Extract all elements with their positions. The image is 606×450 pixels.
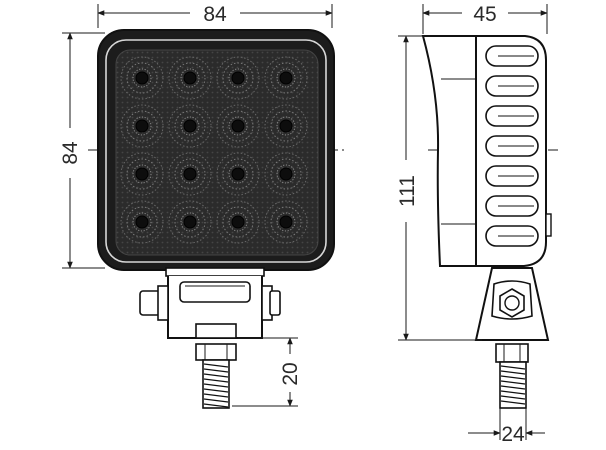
dim-front-height-label: 84 (59, 141, 82, 165)
led-unit (120, 200, 164, 244)
dim-bracket-offset-label: 20 (279, 362, 302, 385)
dimension-side-height: 111 (396, 35, 482, 341)
led-unit (120, 152, 164, 196)
dimension-front-height: 84 (59, 32, 105, 269)
led-unit (264, 152, 308, 196)
dim-front-width-label: 84 (203, 3, 227, 26)
side-bolt-thread (500, 365, 526, 405)
front-bracket (139, 267, 281, 409)
led-unit (168, 200, 212, 244)
led-unit (168, 56, 212, 100)
front-view: 84 84 20 (59, 3, 345, 409)
led-unit (264, 56, 308, 100)
led-grid (120, 56, 308, 244)
front-bezel (105, 39, 327, 263)
dim-mount-width-label: 24 (501, 423, 525, 446)
side-fins (485, 45, 539, 247)
led-unit (264, 200, 308, 244)
dimension-side-depth: 45 (422, 3, 548, 34)
led-unit (216, 152, 260, 196)
side-mount (474, 267, 550, 409)
dim-side-height-label: 111 (396, 175, 419, 207)
front-bolt-thread (203, 363, 229, 408)
dim-side-depth-label: 45 (473, 3, 496, 26)
led-unit (216, 200, 260, 244)
led-unit (168, 152, 212, 196)
led-unit (216, 104, 260, 148)
side-view: 45 111 24 (396, 3, 560, 446)
led-unit (120, 104, 164, 148)
dimension-front-width: 84 (97, 3, 333, 28)
dimension-bracket-offset: 20 (232, 337, 302, 407)
dimension-mount-width: 24 (468, 408, 545, 446)
led-unit (216, 56, 260, 100)
led-unit (168, 104, 212, 148)
side-lens-profile (421, 35, 477, 267)
led-unit (120, 56, 164, 100)
led-unit (264, 104, 308, 148)
